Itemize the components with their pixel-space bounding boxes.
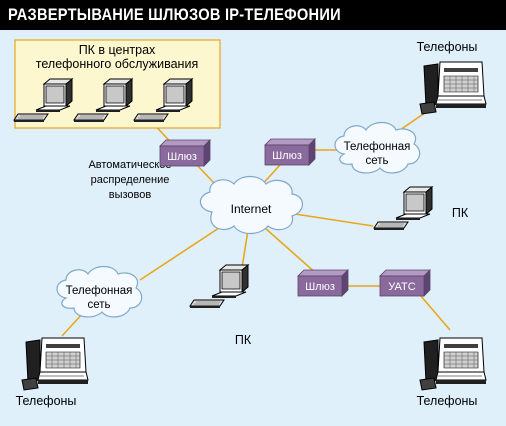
gateway-label: Шлюз <box>167 151 197 163</box>
acd-label-1: Автоматическое <box>88 159 171 171</box>
telephone-icon <box>419 61 487 115</box>
phones-label-top-right: Телефоны <box>417 40 478 54</box>
computer-icon <box>189 264 249 309</box>
internet-label: Internet <box>231 202 272 216</box>
pbx-box: УАТС <box>379 269 431 297</box>
phone-network-label-2: сеть <box>87 299 110 311</box>
phones-label-bottom-right: Телефоны <box>417 394 478 408</box>
pc-label-right: ПК <box>452 206 469 220</box>
phone-network-label-1: Телефонная <box>344 141 411 153</box>
gateway-label: Шлюз <box>305 281 335 293</box>
link-internet-pc-right <box>294 213 374 227</box>
link-internet-pc-bottom <box>241 229 249 269</box>
call-center-label-1: ПК в центрах <box>79 43 156 57</box>
acd-label-2: распределение <box>91 174 170 186</box>
internet-cloud: Internet <box>199 175 304 235</box>
phone-network-cloud-left: Телефонная сеть <box>56 265 143 318</box>
phone-network-label-1: Телефонная <box>66 285 133 297</box>
acd-label-3: вызовов <box>109 189 152 201</box>
telephone-icon <box>21 337 89 391</box>
computer-icon <box>373 186 433 231</box>
gateway-box-1: Шлюз <box>159 139 211 167</box>
phone-network-label-2: сеть <box>365 155 388 167</box>
call-center-panel: ПК в центрах телефонного обслуживания <box>13 39 221 129</box>
phone-network-cloud-right: Телефонная сеть <box>334 121 421 174</box>
phones-label-bottom-left: Телефоны <box>16 394 77 408</box>
pc-label-bottom: ПК <box>235 333 252 347</box>
link-pbx-phones <box>419 294 451 331</box>
title-bar: РАЗВЕРТЫВАНИЕ ШЛЮЗОВ IP-ТЕЛЕФОНИИ <box>0 0 506 30</box>
link-internet-gateway3 <box>264 227 319 276</box>
link-internet-phonenet-left <box>139 225 223 281</box>
page-title: РАЗВЕРТЫВАНИЕ ШЛЮЗОВ IP-ТЕЛЕФОНИИ <box>8 5 341 24</box>
gateway-label: Шлюз <box>272 150 302 162</box>
call-center-label-2: телефонного обслуживания <box>36 57 198 71</box>
telephone-icon <box>419 337 487 391</box>
pbx-label: УАТС <box>388 281 415 293</box>
gateway-box-3: Шлюз <box>297 269 349 297</box>
gateway-box-2: Шлюз <box>264 138 316 166</box>
